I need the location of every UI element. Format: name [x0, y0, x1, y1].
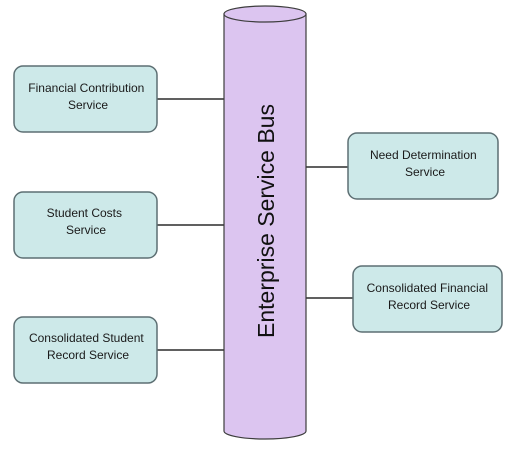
bus-cylinder-body	[223, 13, 307, 440]
service-consolidated-student-record: Consolidated Student Record Service	[13, 316, 158, 384]
service-label-line2: Service	[405, 165, 445, 179]
service-consolidated-financial-record: Consolidated Financial Record Service	[352, 265, 503, 333]
service-label-line1: Consolidated Financial	[367, 281, 488, 295]
service-box	[347, 132, 499, 200]
connectors	[157, 98, 353, 351]
service-student-costs: Student Costs Service	[13, 191, 158, 259]
service-label-line1: Need Determination	[370, 148, 477, 162]
bus-label: Enterprise Service Bus	[253, 104, 279, 338]
service-box	[13, 316, 158, 384]
svg-text:Consolidated Student R: Consolidated Student Record Service	[29, 331, 147, 362]
service-box	[352, 265, 503, 333]
service-financial-contribution: Financial Contribution Service	[13, 65, 158, 133]
service-label-line1: Financial Contribution	[28, 81, 144, 95]
service-label-line2: Record Service	[388, 298, 470, 312]
service-label-line2: Service	[68, 98, 108, 112]
service-box	[13, 191, 158, 259]
svg-text:Consolidated Financial: Consolidated Financial Record Service	[367, 281, 492, 312]
service-label-line1: Student Costs	[47, 206, 122, 220]
service-need-determination: Need Determination Service	[347, 132, 499, 200]
svg-text:Student Costs Service: Student Costs Service	[47, 206, 126, 237]
enterprise-service-bus: Enterprise Service Bus	[223, 5, 307, 440]
service-label-line1: Consolidated Student	[29, 331, 144, 345]
service-box	[13, 65, 158, 133]
bus-cylinder-top	[223, 5, 307, 23]
svg-text:Financial Contribution: Financial Contribution Service	[28, 81, 147, 112]
service-label-line2: Service	[66, 223, 106, 237]
svg-text:Need Determination Ser: Need Determination Service	[370, 148, 480, 179]
service-label-line2: Record Service	[47, 348, 129, 362]
